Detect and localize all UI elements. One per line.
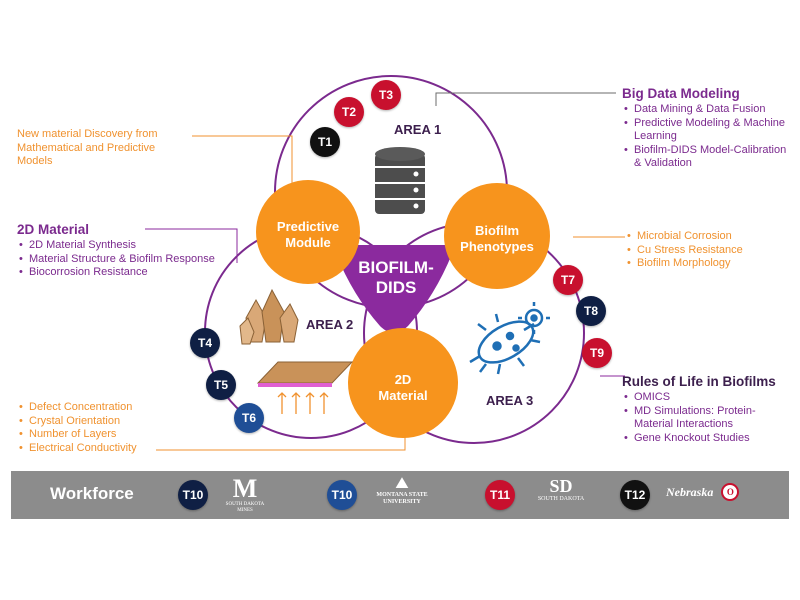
badge-t3: T3	[371, 80, 401, 110]
material-notes-leader	[156, 434, 406, 451]
workforce-title: Workforce	[50, 484, 134, 503]
material-notes-list: Defect Concentration Crystal Orientation…	[17, 401, 177, 455]
area3-label: AREA 3	[486, 393, 534, 408]
badge-t8: T8	[576, 296, 606, 326]
badge-t6: T6	[234, 403, 264, 433]
center-line2: DIDS	[375, 278, 417, 297]
material-sheet-icon	[256, 361, 354, 414]
biofilm-notes-list: Microbial Corrosion Cu Stress Resistance…	[625, 230, 785, 271]
rules-item: MD Simulations: Protein-Material Interac…	[622, 405, 794, 432]
material-note-item: Electrical Conductivity	[17, 442, 177, 456]
material-notes-block: Defect Concentration Crystal Orientation…	[17, 399, 177, 455]
2d-material-item: Material Structure & Biofilm Response	[17, 253, 247, 267]
badge-t1: T1	[310, 127, 340, 157]
center-label: BIOFILM- DIDS	[350, 258, 442, 298]
rules-list: OMICS MD Simulations: Protein-Material I…	[622, 391, 794, 445]
bacteria-icon	[469, 302, 550, 375]
big-data-item: Data Mining & Data Fusion	[622, 103, 794, 117]
predictive-line1: Predictive	[276, 219, 340, 234]
material-note-item: Number of Layers	[17, 428, 177, 442]
usd-sd-icon: SD	[549, 476, 573, 496]
workforce-badge-t11: T11	[485, 480, 515, 510]
usd-logo: SD SOUTH DAKOTA	[533, 476, 589, 503]
badge-t5: T5	[206, 370, 236, 400]
2d-material-title: 2D Material	[17, 222, 90, 237]
new-material-note: New material Discovery from Mathematical…	[17, 128, 158, 167]
material-line1: 2D	[394, 372, 412, 387]
big-data-list: Data Mining & Data Fusion Predictive Mod…	[622, 103, 794, 171]
badge-t7: T7	[553, 265, 583, 295]
2d-material-item: 2D Material Synthesis	[17, 239, 247, 253]
rules-item: Gene Knockout Studies	[622, 432, 794, 446]
unl-logo-text: Nebraska	[666, 485, 714, 499]
center-line1: BIOFILM-	[358, 258, 434, 277]
big-data-item: Predictive Modeling & Machine Learning	[622, 117, 794, 144]
montana-logo: ⛰ MONTANA STATE UNIVERSITY	[372, 476, 432, 506]
biofilm-phenotypes-label: Biofilm Phenotypes	[447, 223, 547, 255]
biofilm-phenotypes-circle	[444, 183, 550, 289]
montana-logo-text: MONTANA STATE UNIVERSITY	[376, 492, 428, 505]
rules-block: Rules of Life in Biofilms OMICS MD Simul…	[622, 374, 794, 445]
usd-logo-text: SOUTH DAKOTA	[537, 496, 585, 502]
2d-material-label: 2D Material	[353, 372, 453, 404]
mines-logo-text: SOUTH DAKOTA MINES	[225, 502, 265, 513]
material-note-item: Defect Concentration	[17, 401, 177, 415]
workforce-badge-t10-b: T10	[327, 480, 357, 510]
biofilm-line1: Biofilm	[474, 223, 520, 238]
area2-label: AREA 2	[306, 317, 354, 332]
predictive-line2: Module	[285, 235, 331, 250]
badge-t9: T9	[582, 338, 612, 368]
2d-material-block: 2D Material 2D Material Synthesis Materi…	[17, 222, 247, 280]
biofilm-note-item: Biofilm Morphology	[625, 257, 785, 271]
biofilm-line2: Phenotypes	[460, 239, 534, 254]
big-data-leader	[435, 92, 616, 106]
badge-t4: T4	[190, 328, 220, 358]
2d-material-list: 2D Material Synthesis Material Structure…	[17, 239, 247, 280]
center-triangle-core	[335, 245, 455, 335]
material-note-item: Crystal Orientation	[17, 415, 177, 429]
crystal-icon	[239, 288, 299, 345]
workforce-badge-t10-a: T10	[178, 480, 208, 510]
workforce-bar	[11, 471, 789, 519]
mountain-icon: ⛰	[395, 475, 409, 492]
big-data-item: Biofilm-DIDS Model-Calibration & Validat…	[622, 144, 794, 171]
area1-label: AREA 1	[394, 122, 442, 137]
rules-item: OMICS	[622, 391, 794, 405]
biofilm-notes-block: Microbial Corrosion Cu Stress Resistance…	[625, 228, 785, 271]
predictive-module-label: Predictive Module	[258, 219, 358, 251]
badge-t2: T2	[334, 97, 364, 127]
database-icon	[375, 147, 425, 214]
new-material-leader	[192, 135, 293, 190]
2d-material-item: Biocorrosion Resistance	[17, 266, 247, 280]
rules-title: Rules of Life in Biofilms	[622, 374, 776, 389]
mines-m-icon: M	[232, 474, 258, 503]
big-data-title: Big Data Modeling	[622, 86, 740, 101]
workforce-badge-t12: T12	[620, 480, 650, 510]
2d-material-circle	[348, 328, 458, 438]
material-line2: Material	[378, 388, 428, 403]
mines-logo: M SOUTH DAKOTA MINES	[225, 476, 265, 514]
predictive-module-circle	[256, 180, 360, 284]
omaha-o-icon: O	[721, 483, 740, 502]
unl-logo: Nebraska O	[666, 483, 746, 502]
biofilm-note-item: Microbial Corrosion	[625, 230, 785, 244]
big-data-block: Big Data Modeling Data Mining & Data Fus…	[622, 86, 794, 171]
biofilm-note-item: Cu Stress Resistance	[625, 244, 785, 258]
